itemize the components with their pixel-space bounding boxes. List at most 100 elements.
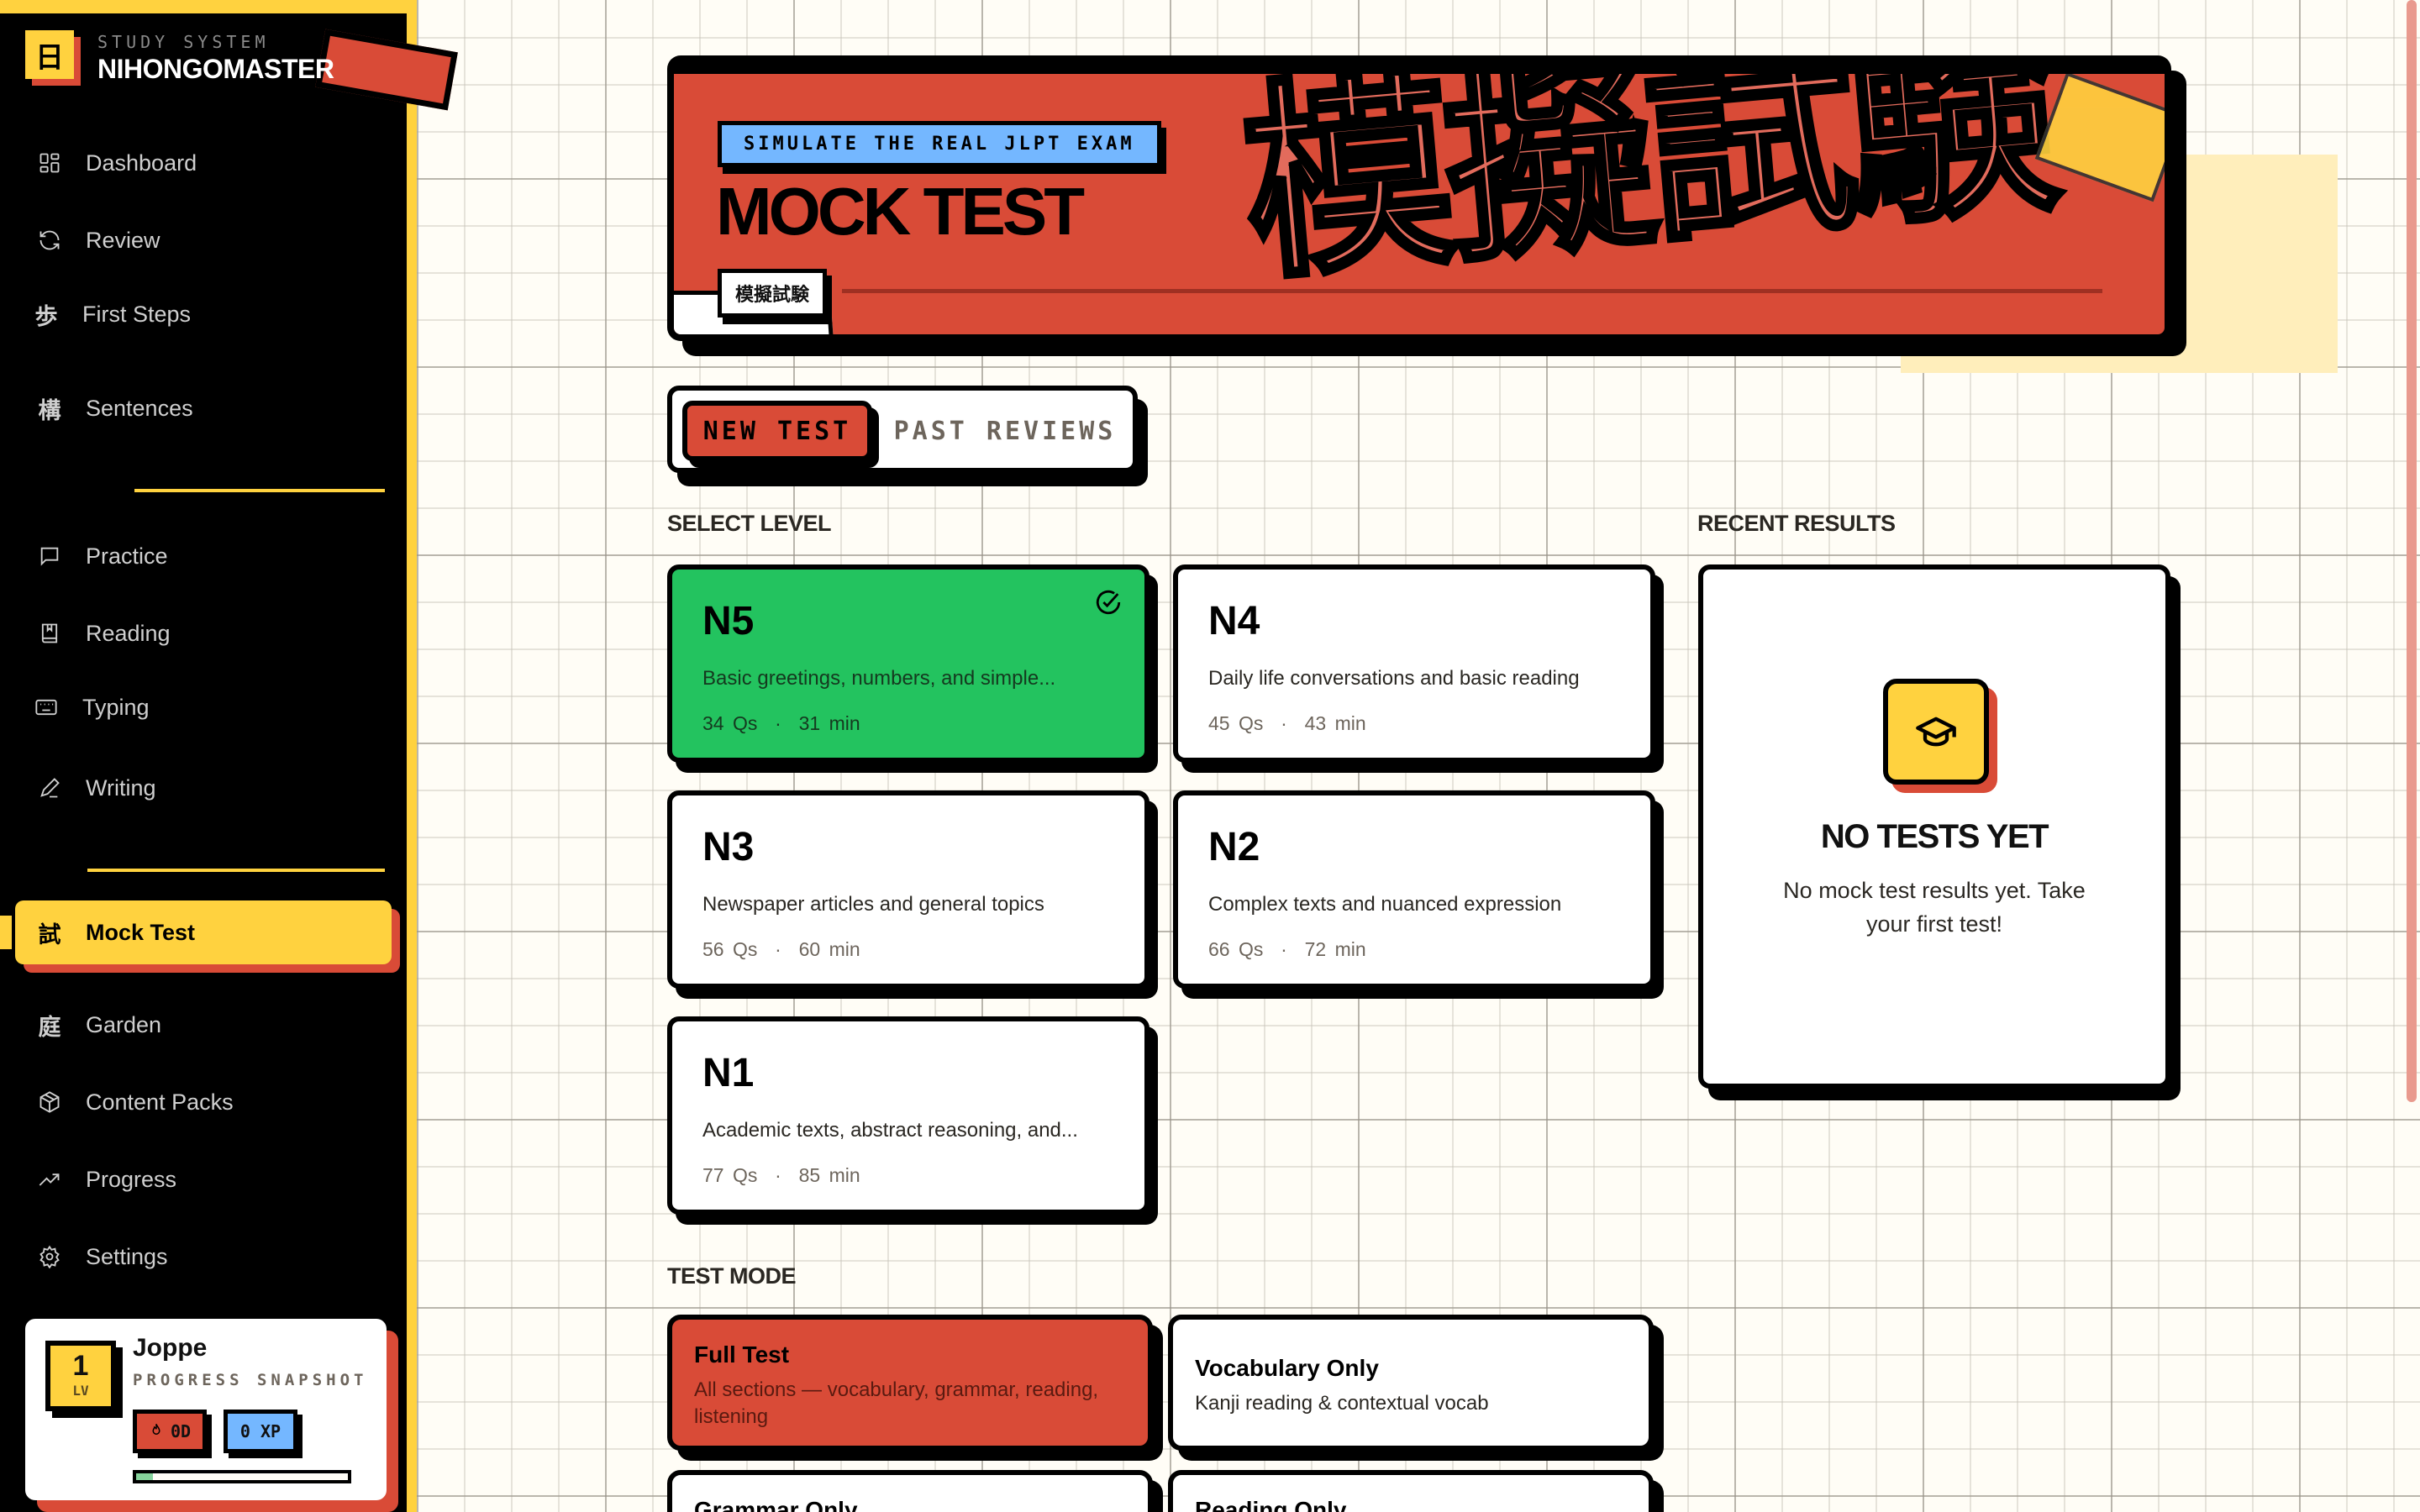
brand-subtitle: STUDY SYSTEM xyxy=(97,32,270,52)
page-scrollbar[interactable] xyxy=(2407,0,2417,1102)
streak-badge: 0D xyxy=(133,1410,207,1453)
sidebar-item-label: Progress xyxy=(86,1166,177,1192)
sidebar-item-sentences[interactable]: 構 Sentences xyxy=(37,383,193,433)
level-card-n1[interactable]: N1 Academic texts, abstract reasoning, a… xyxy=(667,1016,1150,1215)
question-count: 45 Qs xyxy=(1208,712,1264,734)
level-name: N5 xyxy=(702,599,755,643)
hero-subtitle-chip: SIMULATE THE REAL JLPT EXAM xyxy=(718,121,1161,167)
hero-banner: 模擬試験 SIMULATE THE REAL JLPT EXAM MOCK TE… xyxy=(667,55,2171,341)
sidebar-item-label: First Steps xyxy=(82,301,192,327)
refresh-icon xyxy=(37,228,62,253)
xp-progress-bar xyxy=(133,1470,351,1483)
level-name: N2 xyxy=(1208,825,1260,869)
recent-results-card: NO TESTS YET No mock test results yet. T… xyxy=(1698,564,2170,1089)
select-level-heading: SELECT LEVEL xyxy=(667,511,832,536)
nav-divider xyxy=(134,489,385,492)
level-description: Complex texts and nuanced expression xyxy=(1208,893,1562,916)
question-count: 66 Qs xyxy=(1208,938,1264,960)
sidebar-item-label: Typing xyxy=(82,694,150,720)
empty-state-text: No mock test results yet. Take your firs… xyxy=(1783,878,2086,937)
sidebar-item-typing[interactable]: Typing xyxy=(34,682,150,732)
mode-tabs: NEW TEST PAST REVIEWS xyxy=(667,386,1138,473)
sidebar-item-garden[interactable]: 庭 Garden xyxy=(37,1000,162,1050)
mode-card-vocabulary-only[interactable]: Vocabulary Only Kanji reading & contextu… xyxy=(1168,1315,1654,1451)
trend-icon xyxy=(37,1167,62,1192)
mode-card-grammar-only[interactable]: Grammar Only xyxy=(667,1470,1153,1512)
brand-flag-decoration xyxy=(315,29,458,111)
sidebar-item-dashboard[interactable]: Dashboard xyxy=(37,138,197,188)
duration: 72 min xyxy=(1304,938,1366,960)
level-card-n3[interactable]: N3 Newspaper articles and general topics… xyxy=(667,790,1150,989)
grid-icon xyxy=(37,150,62,176)
sidebar-item-label: Content Packs xyxy=(86,1089,234,1115)
mode-description: All sections — vocabulary, grammar, read… xyxy=(694,1378,1099,1428)
meta-separator: · xyxy=(1281,712,1287,734)
graduation-cap-icon xyxy=(1883,679,1989,785)
chat-icon xyxy=(37,543,62,569)
sidebar-item-content-packs[interactable]: Content Packs xyxy=(37,1077,234,1127)
flame-icon xyxy=(149,1421,164,1441)
sidebar-item-writing[interactable]: Writing xyxy=(37,763,156,813)
keyboard-icon xyxy=(34,695,59,720)
xp-progress-fill xyxy=(136,1473,154,1480)
mode-title: Full Test xyxy=(694,1341,790,1368)
kanji-garden-icon: 庭 xyxy=(38,1014,61,1040)
sidebar-item-first-steps[interactable]: 歩 First Steps xyxy=(34,289,192,339)
kanji-walk-icon: 歩 xyxy=(34,303,58,329)
duration: 43 min xyxy=(1304,712,1366,734)
hero-japanese-chip: 模擬試験 xyxy=(718,269,828,318)
mode-title: Vocabulary Only xyxy=(1195,1355,1379,1381)
pen-icon xyxy=(37,775,62,801)
mode-card-reading-only[interactable]: Reading Only xyxy=(1168,1470,1654,1512)
mode-card-full-test[interactable]: Full Test All sections — vocabulary, gra… xyxy=(667,1315,1153,1451)
gear-icon xyxy=(37,1244,62,1269)
mode-title: Grammar Only xyxy=(694,1497,858,1512)
duration: 85 min xyxy=(798,1164,860,1186)
sidebar: 日 STUDY SYSTEM NIHONGOMASTER Dashboard R… xyxy=(0,0,458,1512)
question-count: 56 Qs xyxy=(702,938,758,960)
mode-description: Kanji reading & contextual vocab xyxy=(1195,1392,1489,1415)
tab-past-reviews[interactable]: PAST REVIEWS xyxy=(893,416,1117,446)
brand-logo-icon: 日 xyxy=(25,30,74,79)
sidebar-item-progress[interactable]: Progress xyxy=(37,1154,176,1205)
level-card-n2[interactable]: N2 Complex texts and nuanced expression … xyxy=(1173,790,1655,989)
profile-name: Joppe xyxy=(133,1334,208,1362)
level-name: N1 xyxy=(702,1051,755,1095)
mode-title: Reading Only xyxy=(1195,1497,1347,1512)
level-description: Basic greetings, numbers, and simple... xyxy=(702,667,1056,690)
sidebar-item-mock-test[interactable]: 試 Mock Test xyxy=(15,900,392,964)
recent-results-heading: RECENT RESULTS xyxy=(1697,511,1896,536)
kanji-structure-icon: 構 xyxy=(38,397,61,423)
package-icon xyxy=(37,1089,62,1115)
tab-new-test[interactable]: NEW TEST xyxy=(682,401,872,461)
sidebar-item-settings[interactable]: Settings xyxy=(37,1231,168,1282)
question-count: 34 Qs xyxy=(702,712,758,734)
meta-separator: · xyxy=(1281,938,1287,960)
sidebar-item-label: Dashboard xyxy=(86,150,197,176)
level-badge: 1 LV xyxy=(45,1341,116,1411)
hero-big-kanji: 模擬試験 xyxy=(1232,55,2061,307)
test-mode-heading: TEST MODE xyxy=(667,1263,797,1289)
check-circle-icon xyxy=(1096,590,1121,615)
brand-title: NIHONGOMASTER xyxy=(97,54,334,84)
level-card-n4[interactable]: N4 Daily life conversations and basic re… xyxy=(1173,564,1655,763)
sidebar-item-label: Reading xyxy=(86,620,171,646)
sidebar-item-label: Garden xyxy=(86,1011,162,1037)
level-meta: 77 Qs · 85 min xyxy=(702,1164,1144,1187)
sidebar-item-practice[interactable]: Practice xyxy=(37,531,168,581)
profile-card[interactable]: 1 LV Joppe PROGRESS SNAPSHOT 0D 0 XP xyxy=(25,1319,387,1500)
level-card-n5[interactable]: N5 Basic greetings, numbers, and simple.… xyxy=(667,564,1150,763)
xp-badge: 0 XP xyxy=(224,1410,297,1453)
sidebar-item-reading[interactable]: Reading xyxy=(37,608,171,659)
level-description: Newspaper articles and general topics xyxy=(702,893,1044,916)
level-description: Daily life conversations and basic readi… xyxy=(1208,667,1580,690)
level-name: N4 xyxy=(1208,599,1260,643)
level-meta: 56 Qs · 60 min xyxy=(702,938,1144,961)
active-indicator xyxy=(0,916,15,949)
empty-state-title: NO TESTS YET xyxy=(1820,818,2049,855)
sidebar-item-review[interactable]: Review xyxy=(37,215,160,265)
meta-separator: · xyxy=(775,1164,781,1186)
sidebar-item-label: Sentences xyxy=(86,395,193,421)
level-description: Academic texts, abstract reasoning, and.… xyxy=(702,1119,1078,1142)
page-title: MOCK TEST xyxy=(716,174,1085,249)
